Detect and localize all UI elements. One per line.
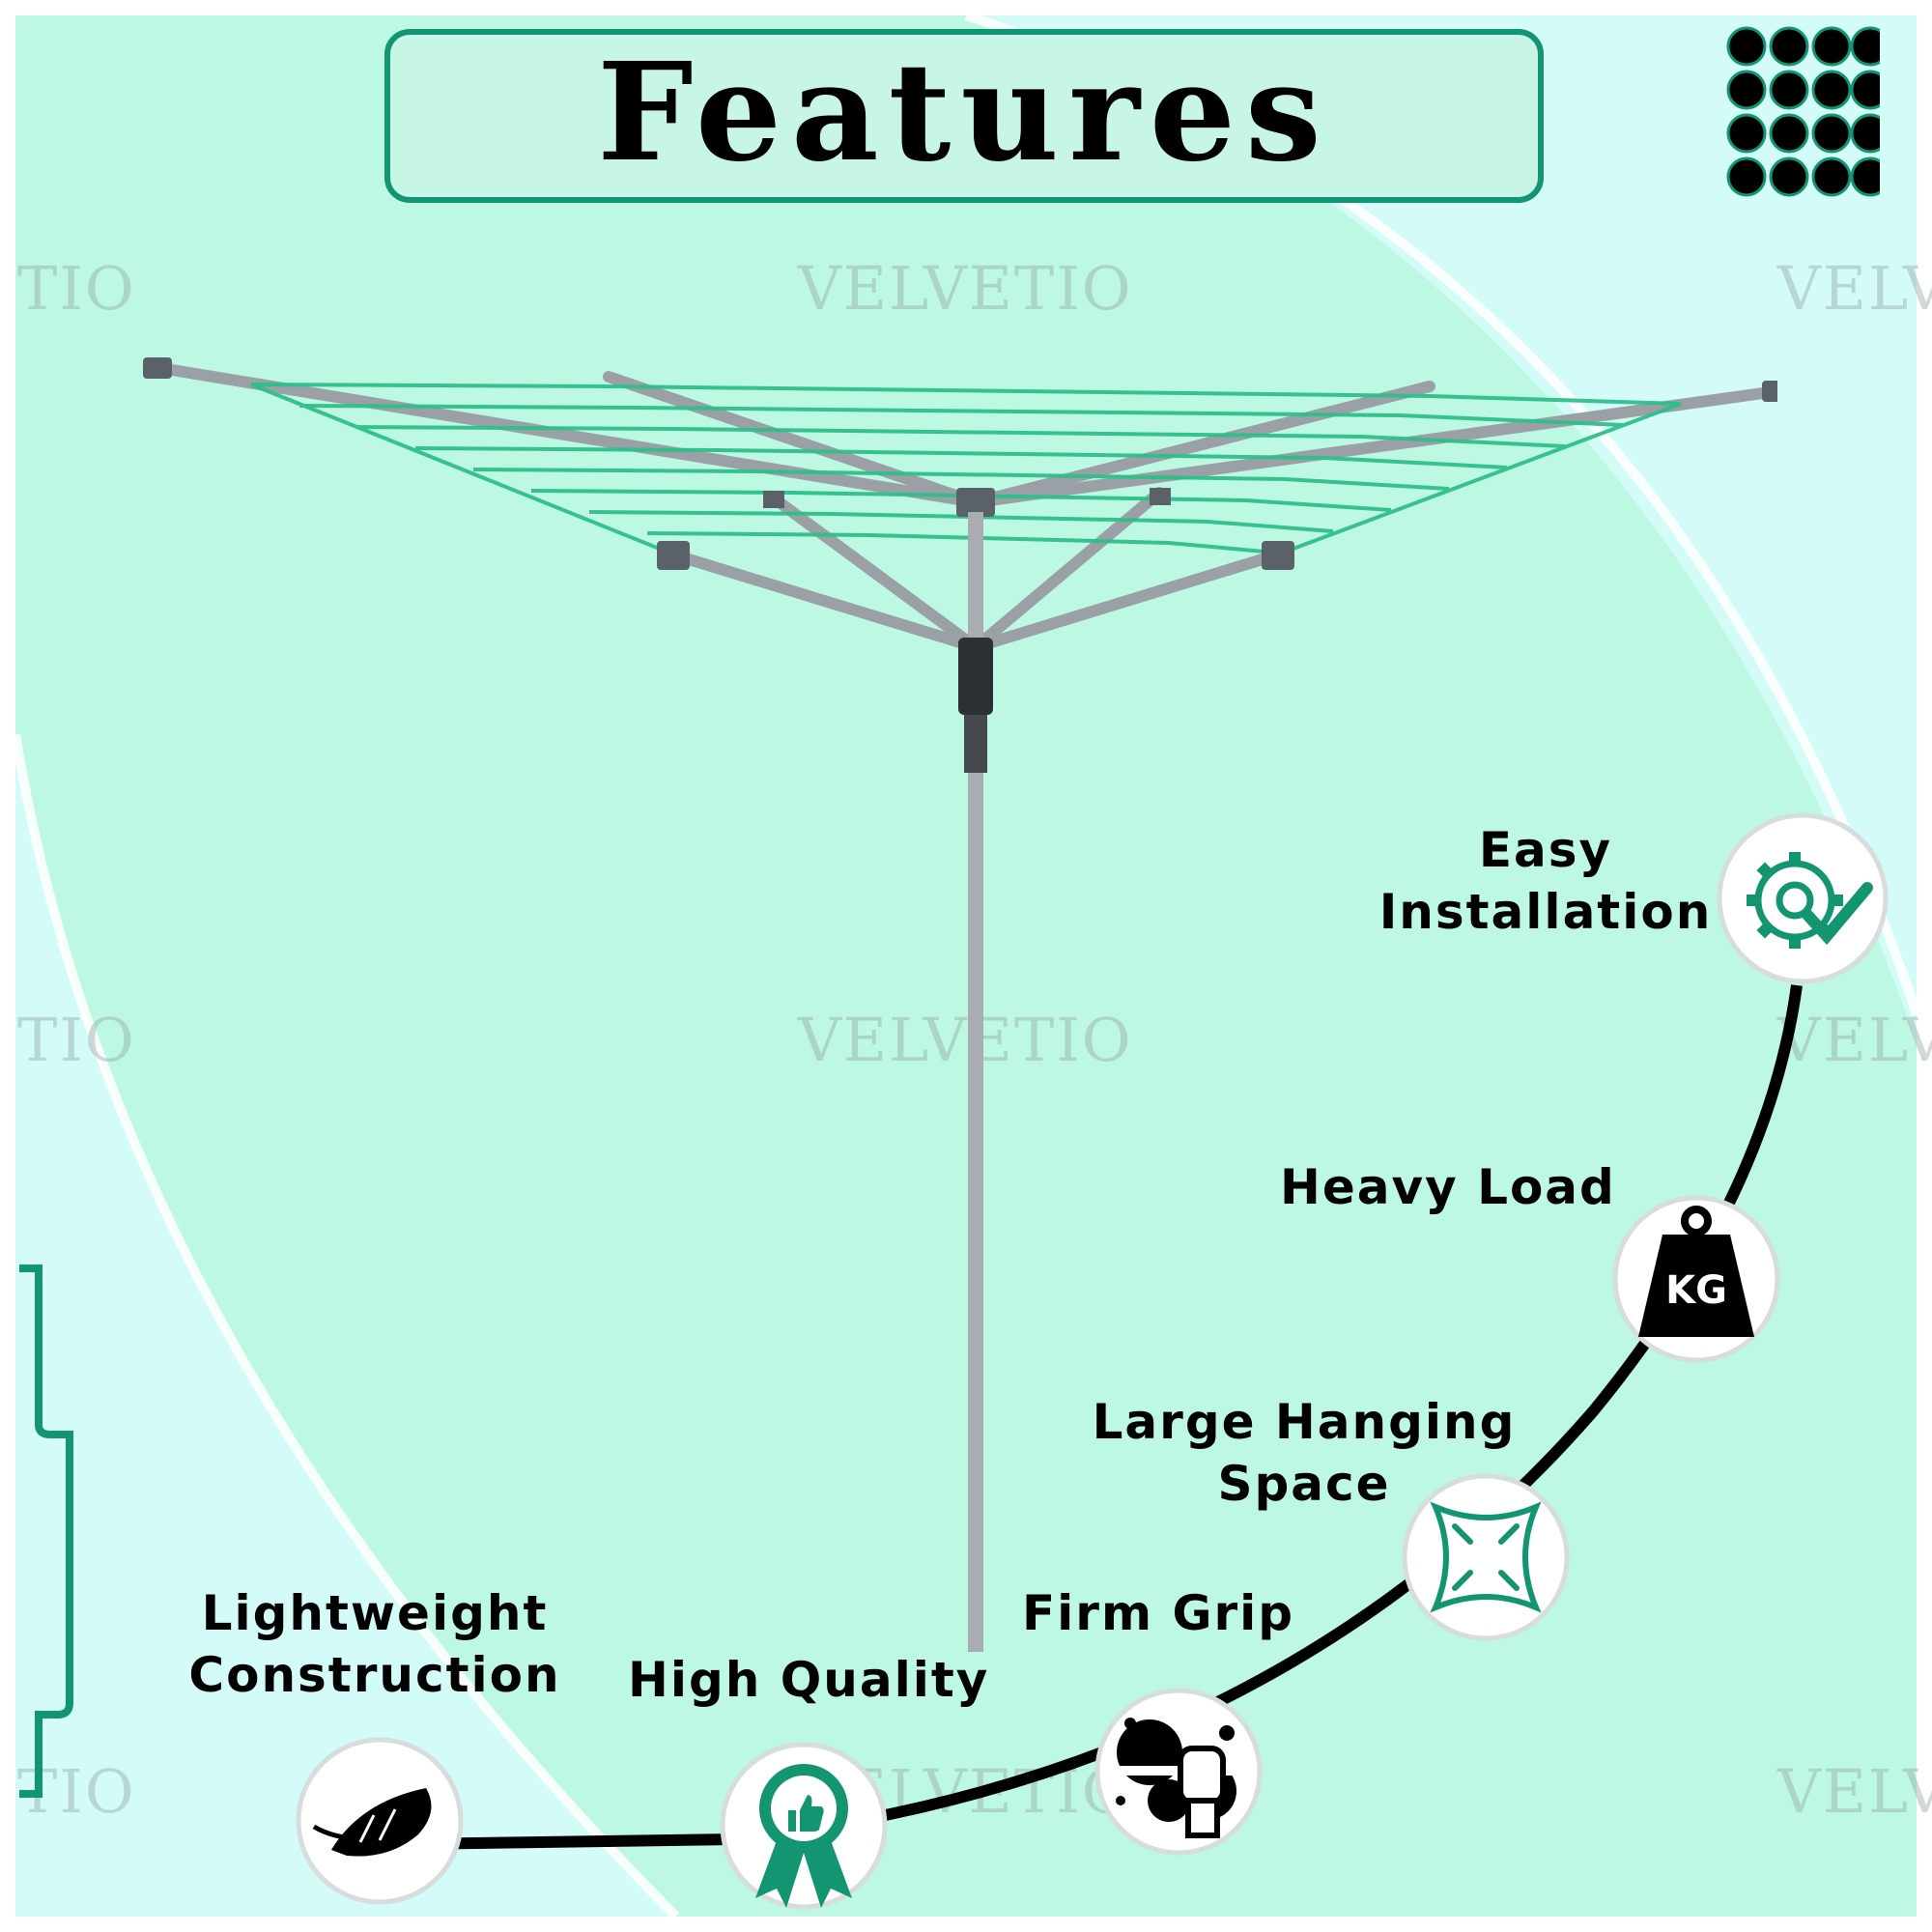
feather-icon [296, 1737, 464, 1905]
feature-subtitle: Installation [1378, 884, 1713, 940]
dot-grid-decoration [1726, 26, 1880, 197]
kg-weight-icon: KG [1612, 1195, 1780, 1363]
feature-title: High Quality [628, 1652, 990, 1708]
watermark-partial-right: VELV [1777, 1005, 1932, 1075]
gear-check-icon [1717, 812, 1889, 984]
quality-badge-icon [720, 1742, 888, 1910]
feature-title: Heavy Load [1280, 1159, 1616, 1215]
expand-frame-icon [1402, 1473, 1570, 1641]
watermark-partial: TIO [17, 253, 136, 324]
feature-subtitle: Construction [188, 1647, 561, 1703]
page-title: Features [597, 34, 1331, 192]
feature-title: Lightweight [201, 1585, 549, 1641]
feature-title: Firm Grip [1022, 1585, 1295, 1641]
fist-grip-icon [1094, 1688, 1263, 1856]
watermark-partial-right: VELV [1777, 253, 1932, 324]
left-bracket-decoration [19, 1264, 73, 1798]
feature-subtitle: Space [1217, 1456, 1391, 1512]
feature-title: Easy [1478, 822, 1613, 878]
kg-label: KG [1665, 1268, 1727, 1313]
title-banner: Features [384, 29, 1544, 203]
watermark: VELVETIO [798, 253, 1133, 324]
watermark: VELVETIO [798, 1005, 1133, 1075]
rotary-clothesline-image [143, 357, 1777, 1652]
watermark-partial-right: VELV [1777, 1756, 1932, 1827]
watermark-partial: TIO [17, 1005, 136, 1075]
feature-title: Large Hanging [1092, 1394, 1517, 1450]
